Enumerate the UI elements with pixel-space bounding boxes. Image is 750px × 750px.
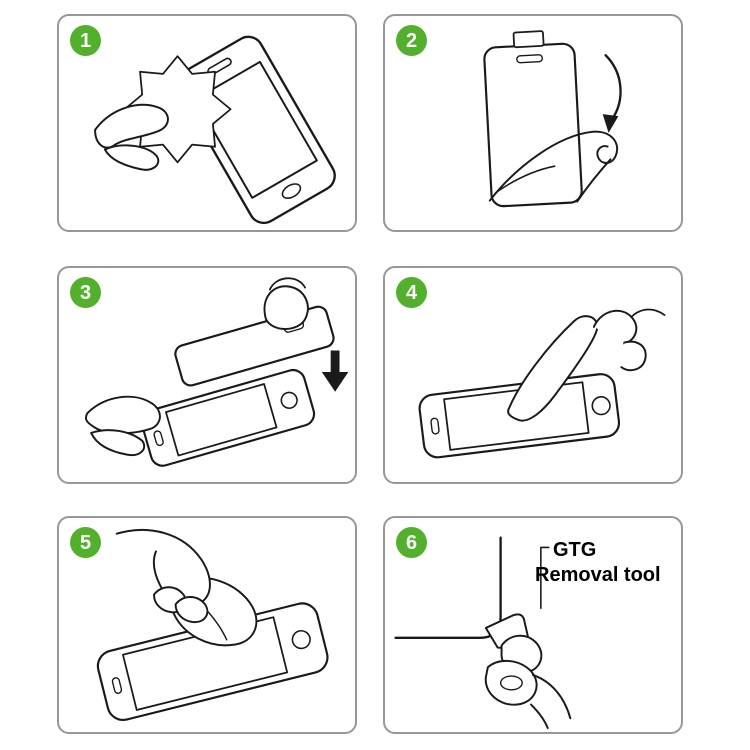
glass-protector xyxy=(174,305,335,387)
clean-screen-illustration xyxy=(94,35,336,225)
step-2-panel: 2 xyxy=(383,14,683,232)
peeling-film xyxy=(488,130,619,203)
peel-film-illustration xyxy=(483,30,622,208)
removal-tool-label: GTG Removal tool xyxy=(535,538,661,588)
step-5-panel: 5 xyxy=(57,516,357,734)
fingers-icon xyxy=(484,634,572,730)
smooth-bubbles-illustration xyxy=(96,528,329,722)
step-4-number: 4 xyxy=(405,281,418,304)
step-6-number: 6 xyxy=(405,531,418,554)
step-5-number: 5 xyxy=(79,531,92,554)
step-1-panel: 1 xyxy=(57,14,357,232)
removal-tool-label-line2: Removal tool xyxy=(535,564,661,586)
pressing-hand-icon xyxy=(507,308,666,422)
phone xyxy=(176,35,336,225)
step-3-number: 3 xyxy=(79,281,92,304)
hand-icon xyxy=(115,528,211,624)
step-1-number: 1 xyxy=(79,29,92,52)
phone xyxy=(140,368,316,467)
right-hand-icon xyxy=(263,277,309,330)
leader-line xyxy=(540,546,550,610)
step-6-badge: 6 xyxy=(396,527,427,558)
step-4-panel: 4 xyxy=(383,266,683,484)
hand-icon xyxy=(94,103,169,171)
press-center-illustration xyxy=(418,308,666,459)
left-hand-icon xyxy=(84,395,161,457)
step-5-badge: 5 xyxy=(70,527,101,558)
step-3-badge: 3 xyxy=(70,277,101,308)
protector-sheet xyxy=(483,30,583,208)
removal-tool-illustration xyxy=(394,536,572,730)
step-1-badge: 1 xyxy=(70,25,101,56)
removal-tool-label-line1: GTG xyxy=(553,539,597,561)
step-2-badge: 2 xyxy=(396,25,427,56)
step-6-panel: 6 GTG Removal tool xyxy=(383,516,683,734)
peel-arrow-icon xyxy=(602,54,622,133)
align-glass-illustration xyxy=(84,277,349,467)
step-3-panel: 3 xyxy=(57,266,357,484)
down-arrow-icon xyxy=(321,350,349,392)
step-2-number: 2 xyxy=(405,29,418,52)
step-4-badge: 4 xyxy=(396,277,427,308)
